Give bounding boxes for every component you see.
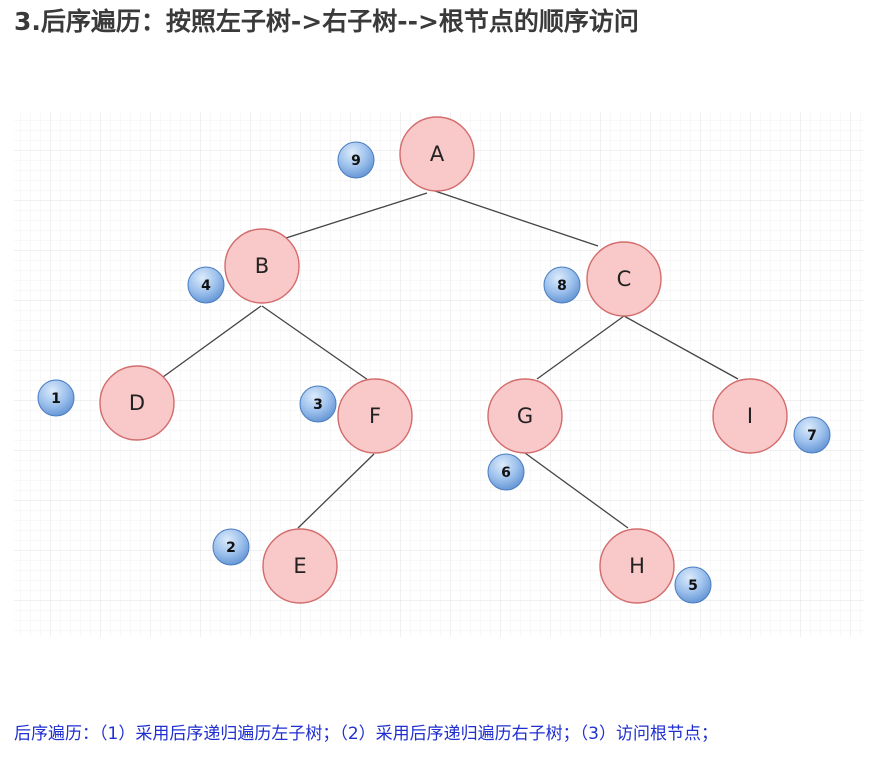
badge-circle [212, 528, 250, 566]
node-label: E [293, 554, 306, 578]
badge-number: 3 [313, 397, 323, 413]
badge-number: 1 [51, 391, 61, 407]
node-circle [337, 378, 413, 454]
tree-node-g: G [487, 378, 563, 454]
badge-number: 5 [688, 578, 698, 594]
edge-b-d [162, 305, 262, 378]
badge-number: 8 [557, 278, 567, 294]
node-circle [712, 378, 788, 454]
visit-order-badges: 1 2 3 4 5 6 7 8 9 [37, 141, 831, 604]
tree-node-f: F [337, 378, 413, 454]
visit-order-badge-8: 8 [543, 266, 581, 304]
traversal-caption: 后序遍历：（1）采用后序递归遍历左子树；（2）采用后序递归遍历右子树；（3）访问… [14, 724, 718, 744]
badge-circle [793, 416, 831, 454]
tree-node-i: I [712, 378, 788, 454]
tree-node-b: B [224, 228, 300, 304]
node-label: D [129, 391, 145, 415]
badge-number: 4 [201, 278, 211, 294]
node-label: G [517, 404, 533, 428]
tree-node-h: H [599, 528, 675, 604]
badge-circle [37, 379, 75, 417]
node-label: H [629, 554, 645, 578]
badge-circle [187, 266, 225, 304]
tree-node-c: C [586, 241, 662, 317]
tree-node-d: D [99, 365, 175, 441]
edge-b-f [261, 305, 369, 381]
visit-order-badge-1: 1 [37, 379, 75, 417]
badge-number: 2 [226, 540, 236, 556]
edge-a-b [285, 192, 428, 239]
edge-c-g [536, 315, 625, 380]
visit-order-badge-2: 2 [212, 528, 250, 566]
badge-number: 7 [807, 428, 817, 444]
node-circle [399, 116, 475, 192]
badge-circle [337, 141, 375, 179]
edge-a-c [434, 190, 599, 247]
page-title: 3.后序遍历：按照左子树->右子树-->根节点的顺序访问 [14, 7, 639, 36]
node-circle [224, 228, 300, 304]
tree-edges [162, 190, 739, 529]
badge-circle [674, 566, 712, 604]
node-circle [586, 241, 662, 317]
badge-circle [299, 385, 337, 423]
edge-g-h [524, 452, 629, 529]
visit-order-badge-7: 7 [793, 416, 831, 454]
badge-circle [543, 266, 581, 304]
visit-order-badge-4: 4 [187, 266, 225, 304]
badge-number: 9 [351, 153, 361, 169]
node-label: I [747, 404, 753, 428]
node-label: C [617, 267, 632, 291]
edge-f-e [297, 453, 375, 529]
visit-order-badge-5: 5 [674, 566, 712, 604]
visit-order-badge-6: 6 [487, 453, 525, 491]
tree-node-e: E [262, 528, 338, 604]
badge-number: 6 [501, 465, 511, 481]
badge-circle [487, 453, 525, 491]
node-label: F [369, 404, 381, 428]
node-circle [262, 528, 338, 604]
node-circle [487, 378, 563, 454]
edge-c-i [623, 315, 739, 380]
visit-order-badge-9: 9 [337, 141, 375, 179]
tree-node-a: A [399, 116, 475, 192]
tree-nodes: A B C D F G I E H [99, 116, 788, 604]
node-circle [99, 365, 175, 441]
node-label: B [255, 254, 269, 278]
visit-order-badge-3: 3 [299, 385, 337, 423]
node-circle [599, 528, 675, 604]
node-label: A [430, 142, 445, 166]
